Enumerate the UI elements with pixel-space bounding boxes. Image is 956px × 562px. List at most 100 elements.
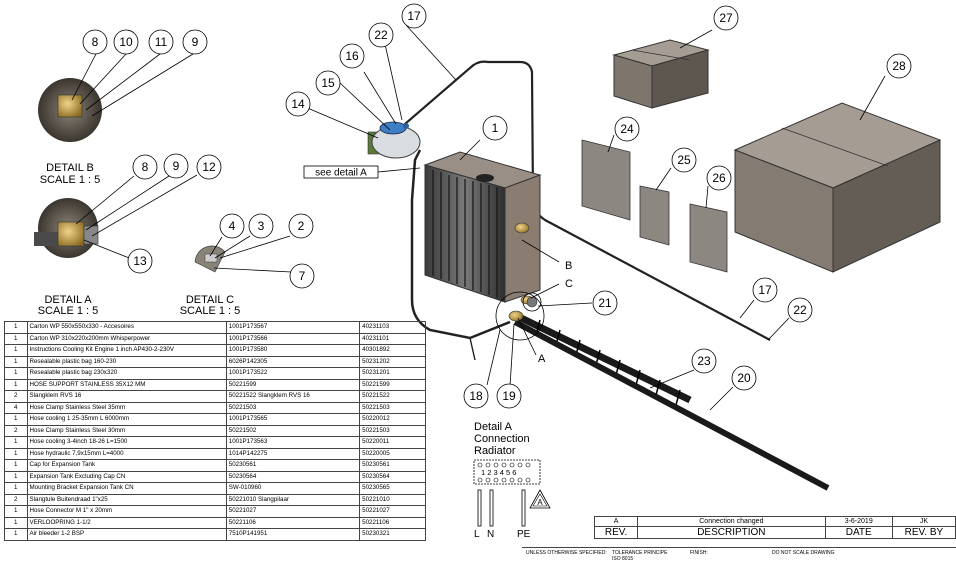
bom-desc: VERLOOPRING 1-1/2	[26, 516, 227, 529]
connection-title-2: Connection	[474, 433, 530, 445]
hose-connector	[508, 310, 524, 322]
bom-desc: Hose hydraulic 7,9x15mm L=4000	[26, 447, 227, 460]
bom-code: 40231103	[359, 321, 426, 334]
see-detail-a-text: see detail A	[315, 168, 367, 179]
wire-pe: PE	[517, 529, 531, 540]
balloon-23: 23	[691, 348, 717, 374]
detail-b-scale: SCALE 1 : 5	[40, 174, 101, 186]
detail-b-fitting-top	[57, 94, 83, 118]
balloon-28: 28	[886, 53, 912, 79]
balloon-24: 24	[614, 116, 640, 142]
title-unless: UNLESS OTHERWISE SPECIFIED:	[526, 550, 607, 556]
bom-qty: 1	[4, 482, 28, 495]
bom-code: 50231201	[359, 367, 426, 380]
bom-qty: 1	[4, 367, 28, 380]
detail-b-ring	[83, 225, 99, 245]
svg-text:9: 9	[173, 159, 180, 173]
balloon-20: 20	[731, 365, 757, 391]
svg-text:11: 11	[155, 35, 168, 49]
balloon-1: 1	[482, 115, 508, 141]
bom-part: 50221522 Slangklem RVS 16	[225, 390, 361, 403]
air-bleeder	[526, 296, 538, 308]
bag-25	[639, 185, 670, 246]
revision-description: Connection changed	[637, 516, 826, 527]
balloon-4: 4	[219, 213, 245, 239]
revision-by: JK	[891, 516, 956, 527]
title-no-scale: DO NOT SCALE DRAWING	[772, 550, 835, 556]
revision-date: 3-6-2019	[824, 516, 893, 527]
bom-code: 50220012	[359, 413, 426, 426]
svg-text:19: 19	[502, 389, 516, 403]
svg-text:15: 15	[321, 76, 335, 90]
corrugated-hose	[513, 311, 692, 406]
balloon-15: 15	[315, 70, 341, 96]
svg-text:28: 28	[892, 59, 906, 73]
revision-header-by: REV. BY	[891, 526, 956, 539]
svg-text:22: 22	[793, 303, 807, 317]
bom-code: 50220011	[359, 436, 426, 449]
bom-desc: Slangtule Buitendraad 1"x25	[26, 493, 227, 506]
svg-text:22: 22	[374, 28, 388, 42]
balloon-16: 16	[339, 43, 365, 69]
bom-desc: Expansion Tank Excluding Cap CN	[26, 470, 227, 483]
connection-radiator-detail: Detail A Connection Radiator 1 2 3 4 5 6…	[473, 421, 551, 540]
svg-text:10: 10	[119, 35, 133, 49]
svg-text:13: 13	[133, 254, 147, 268]
bom-desc: Instructions Cooling Kit Engine 1 inch A…	[26, 344, 227, 357]
connection-letter-b: B	[565, 260, 572, 272]
svg-text:20: 20	[737, 371, 751, 385]
balloon-12: 12	[196, 154, 222, 180]
connection-title-1: Detail A	[474, 421, 513, 433]
bom-desc: Hose Clamp Stainless Steel 30mm	[26, 424, 227, 437]
bom-desc: Mounting Bracket Expansion Tank CN	[26, 482, 227, 495]
bom-desc: Slangklem RVS 16	[26, 390, 227, 403]
bom-code: 50221010	[359, 493, 426, 506]
leader-lines	[71, 24, 886, 411]
bom-part: 50230564	[225, 470, 361, 483]
revision-header-date: DATE	[824, 526, 893, 539]
bom-code: 50220005	[359, 447, 426, 460]
bom-code: 50230321	[359, 528, 426, 541]
hydraulic-hose	[513, 319, 830, 491]
revision-header: REV. DESCRIPTION DATE REV. BY	[593, 526, 956, 539]
balloon-9-detail-b-top: 9	[182, 29, 208, 55]
wire-l: L	[474, 529, 480, 540]
bom-part: 1001P173563	[225, 436, 361, 449]
bom-desc: Cap for Expansion Tank	[26, 459, 227, 472]
bom-qty: 1	[4, 470, 28, 483]
svg-text:18: 18	[469, 389, 483, 403]
bom-code: 50230565	[359, 482, 426, 495]
detail-c-scale: SCALE 1 : 5	[180, 305, 241, 317]
balloon-26: 26	[706, 165, 732, 191]
bom-qty: 1	[4, 332, 28, 345]
title-block: UNLESS OTHERWISE SPECIFIED: TOLERANCE PR…	[522, 547, 956, 562]
bom-part: 50221503	[225, 401, 361, 414]
bom-qty: 1	[4, 528, 28, 541]
bom-part: 7510P141951	[225, 528, 361, 541]
detail-a-callout-circle	[495, 291, 545, 341]
balloon-22-tank: 22	[368, 22, 394, 48]
svg-text:25: 25	[677, 153, 691, 167]
balloon-9-detail-b: 9	[163, 153, 189, 179]
balloon-25: 25	[671, 147, 697, 173]
bom-qty: 2	[4, 493, 28, 506]
svg-text:17: 17	[407, 9, 421, 23]
bom-part: 50230561	[225, 459, 361, 472]
balloon-17-top: 17	[401, 3, 427, 29]
carton-large	[733, 102, 942, 273]
bom-desc: Air bleeder 1-2 BSP	[26, 528, 227, 541]
expansion-tank	[367, 121, 421, 159]
bom-code: 50221106	[359, 516, 426, 529]
bom-desc: Hose cooling 3-4inch 18-26 L=1500	[26, 436, 227, 449]
